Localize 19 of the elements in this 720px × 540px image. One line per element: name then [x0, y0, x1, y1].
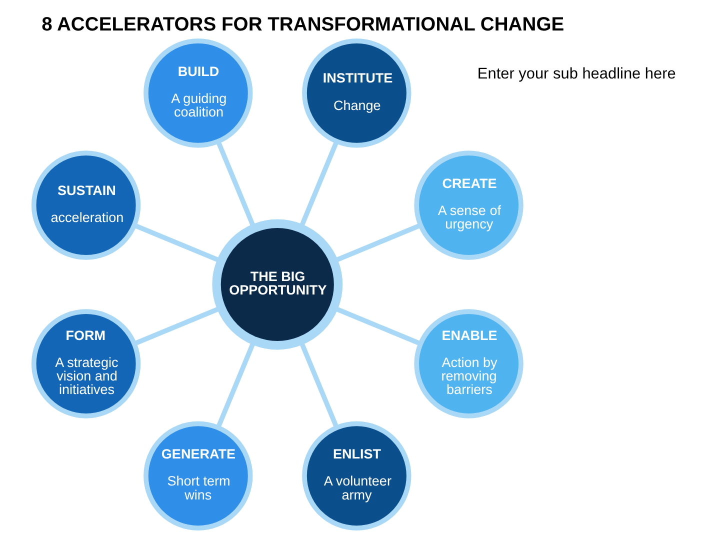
connector — [299, 140, 339, 228]
connector — [133, 222, 220, 263]
node-circle: BUILD A guiding coalition — [144, 38, 253, 148]
connector — [216, 140, 256, 228]
node-circle: SUSTAIN acceleration — [31, 150, 141, 260]
connector — [334, 306, 422, 346]
connector — [216, 342, 256, 429]
node-circle: GENERATE Short term wins — [144, 421, 253, 530]
node-circle: ENABLE Action by removing barriers — [414, 309, 524, 418]
label: Enter your sub headline here — [477, 65, 676, 82]
node-circle: INSTITUTE Change — [302, 38, 412, 148]
node-circle: THE BIG OPPORTUNITY — [212, 219, 343, 350]
connector — [299, 342, 339, 429]
diagram-title: 8 ACCELERATORS FOR TRANSFORMATIONAL CHANGE — [42, 14, 564, 36]
node-circle: ENLIST A volunteer army — [302, 421, 412, 530]
connector — [334, 222, 422, 263]
node-circle: FORM A strategic vision and initiatives — [31, 309, 141, 418]
connector — [133, 306, 220, 346]
node-circle: CREATE A sense of urgency — [414, 150, 524, 260]
